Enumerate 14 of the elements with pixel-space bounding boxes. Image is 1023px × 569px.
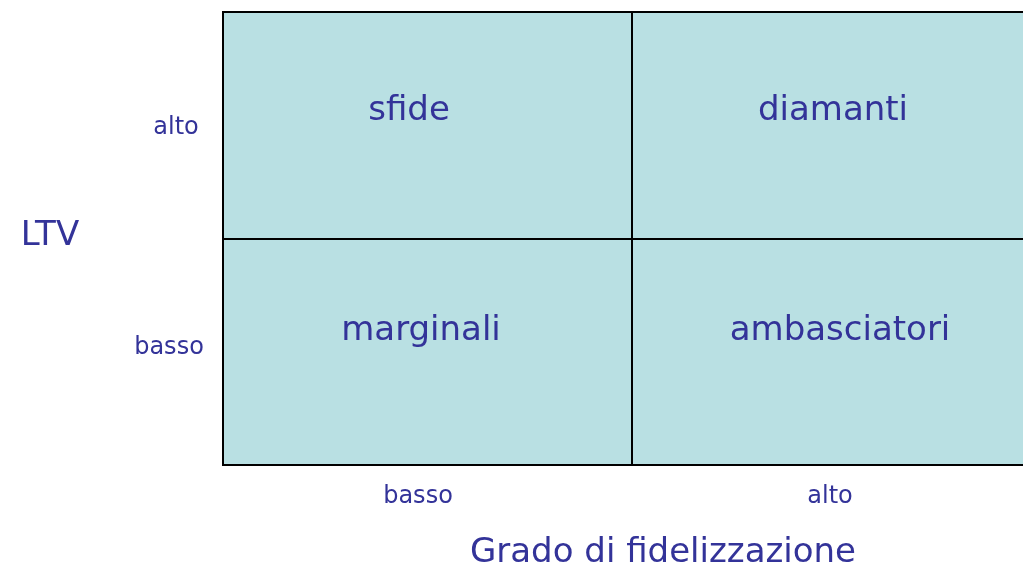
axis-tick-label: alto [807, 481, 853, 509]
matrix-cell [222, 11, 633, 240]
axis-title: Grado di fidelizzazione [469, 530, 857, 569]
axis-tick-label: basso [134, 332, 204, 360]
matrix-cell [222, 238, 633, 466]
axis-tick-label: basso [383, 481, 453, 509]
axis-title: LTV [20, 213, 80, 253]
quadrant-label: sfide [368, 88, 450, 128]
axis-tick-label: alto [153, 112, 199, 140]
matrix-cell [631, 11, 1023, 240]
quadrant-label: marginali [341, 308, 501, 348]
quadrant-label: ambasciatori [729, 308, 951, 348]
matrix-cell [631, 238, 1023, 466]
quadrant-label: diamanti [757, 88, 909, 128]
